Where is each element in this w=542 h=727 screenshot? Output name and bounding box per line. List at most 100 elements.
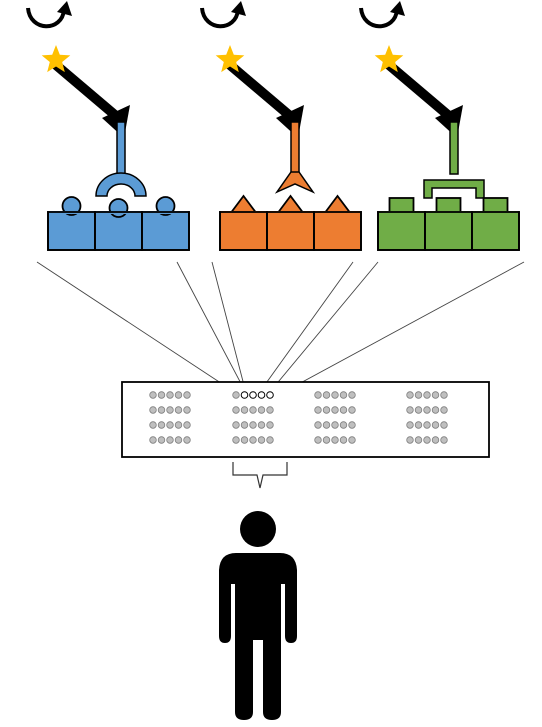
well: [266, 436, 274, 444]
well: [322, 391, 331, 399]
well: [431, 406, 440, 414]
block-piece: [47, 211, 96, 251]
star-label-icon: [374, 45, 404, 73]
block-outline: [377, 211, 520, 251]
well: [166, 391, 174, 399]
well: [423, 436, 431, 444]
knob: [435, 197, 462, 213]
well: [249, 436, 257, 444]
well: [440, 436, 448, 444]
block-piece: [424, 211, 473, 251]
connector-line: [36, 261, 237, 394]
well: [149, 421, 157, 429]
connector-line: [268, 261, 379, 394]
well: [431, 421, 440, 429]
well: [348, 421, 356, 429]
well: [414, 406, 423, 414]
well: [232, 406, 240, 414]
arrowhead-icon: [231, 1, 246, 16]
well: [232, 436, 240, 444]
well: [183, 436, 191, 444]
well: [174, 406, 183, 414]
well: [339, 436, 348, 444]
well: [240, 421, 249, 429]
well: [348, 406, 356, 414]
well: [166, 421, 174, 429]
well: [331, 421, 339, 429]
connector-line: [281, 261, 525, 394]
knob: [155, 196, 176, 216]
well: [348, 391, 356, 399]
well: [266, 406, 274, 414]
well: [431, 391, 440, 399]
arrowhead-icon: [390, 1, 405, 16]
well: [331, 391, 339, 399]
well-plate: [121, 381, 490, 458]
well: [440, 421, 448, 429]
receptor-stem: [449, 121, 459, 175]
well: [414, 421, 423, 429]
person-body: [219, 553, 297, 720]
connector-line: [211, 261, 247, 394]
well: [348, 436, 356, 444]
well: [257, 436, 266, 444]
well: [157, 406, 166, 414]
well: [322, 421, 331, 429]
well: [257, 421, 266, 429]
well: [339, 421, 348, 429]
well: [331, 436, 339, 444]
well: [423, 391, 431, 399]
well: [406, 391, 414, 399]
well: [423, 406, 431, 414]
well: [339, 391, 348, 399]
antibody-icon: [226, 62, 300, 124]
well: [166, 406, 174, 414]
star-label-icon: [215, 45, 245, 73]
well: [183, 391, 191, 399]
well: [406, 406, 414, 414]
well: [240, 391, 249, 399]
well: [174, 421, 183, 429]
knob: [388, 197, 415, 213]
well: [249, 391, 257, 399]
blue-assay: [26, 1, 190, 251]
green-assay: [359, 1, 520, 251]
well: [406, 421, 414, 429]
well: [339, 406, 348, 414]
receptor-stem: [116, 121, 126, 175]
rotation-arrow-icon: [359, 7, 399, 29]
well: [314, 436, 322, 444]
well: [157, 391, 166, 399]
well: [314, 406, 322, 414]
well: [431, 436, 440, 444]
well: [174, 436, 183, 444]
well: [232, 391, 240, 399]
well: [322, 406, 331, 414]
well: [423, 421, 431, 429]
antibody-icon: [52, 62, 126, 124]
block-piece: [313, 211, 362, 251]
receptor-head: [423, 179, 485, 199]
connector-line: [258, 261, 354, 394]
well: [249, 406, 257, 414]
block-outline: [47, 211, 190, 251]
knob: [61, 196, 82, 216]
well: [232, 421, 240, 429]
well: [240, 406, 249, 414]
block-piece: [471, 211, 520, 251]
receptor-head: [274, 171, 316, 194]
well: [414, 436, 423, 444]
well: [414, 391, 423, 399]
block-piece: [377, 211, 426, 251]
well: [183, 406, 191, 414]
well: [331, 406, 339, 414]
knob: [323, 194, 352, 213]
block-piece: [266, 211, 315, 251]
knob: [482, 197, 509, 213]
assay-units: [26, 1, 520, 251]
well: [149, 406, 157, 414]
well: [149, 436, 157, 444]
well: [149, 391, 157, 399]
bracket-icon: [232, 462, 288, 489]
